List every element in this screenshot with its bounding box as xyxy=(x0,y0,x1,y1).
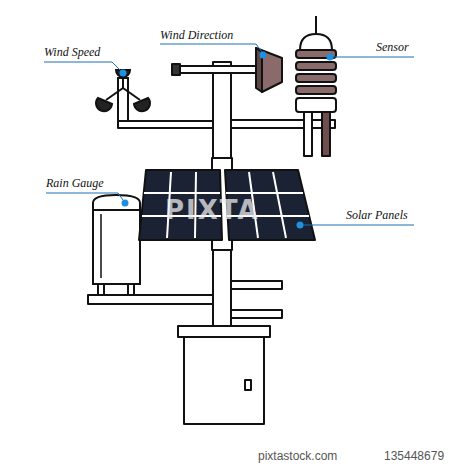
watermark: pixtastock.com xyxy=(258,449,337,463)
leader-lines xyxy=(44,44,414,225)
watermark: 135448679 xyxy=(384,449,444,463)
left-arm xyxy=(118,121,213,128)
part-label: Sensor xyxy=(376,40,409,54)
solar-panels xyxy=(139,158,315,250)
watermark: PIXTA xyxy=(165,196,260,224)
part-label: Rain Gauge xyxy=(46,176,104,190)
part-label: Solar Panels xyxy=(346,208,408,222)
gauge-arm xyxy=(88,295,213,304)
wind-vane xyxy=(172,48,282,92)
rain-gauge xyxy=(93,195,140,295)
small-arm xyxy=(231,310,282,318)
part-label: Wind Direction xyxy=(160,28,233,42)
part-label: Wind Speed xyxy=(44,45,100,59)
control-box xyxy=(178,326,270,424)
small-arm xyxy=(231,281,282,289)
right-arm xyxy=(231,120,335,128)
sensor xyxy=(296,16,336,156)
anemometer xyxy=(96,70,150,122)
